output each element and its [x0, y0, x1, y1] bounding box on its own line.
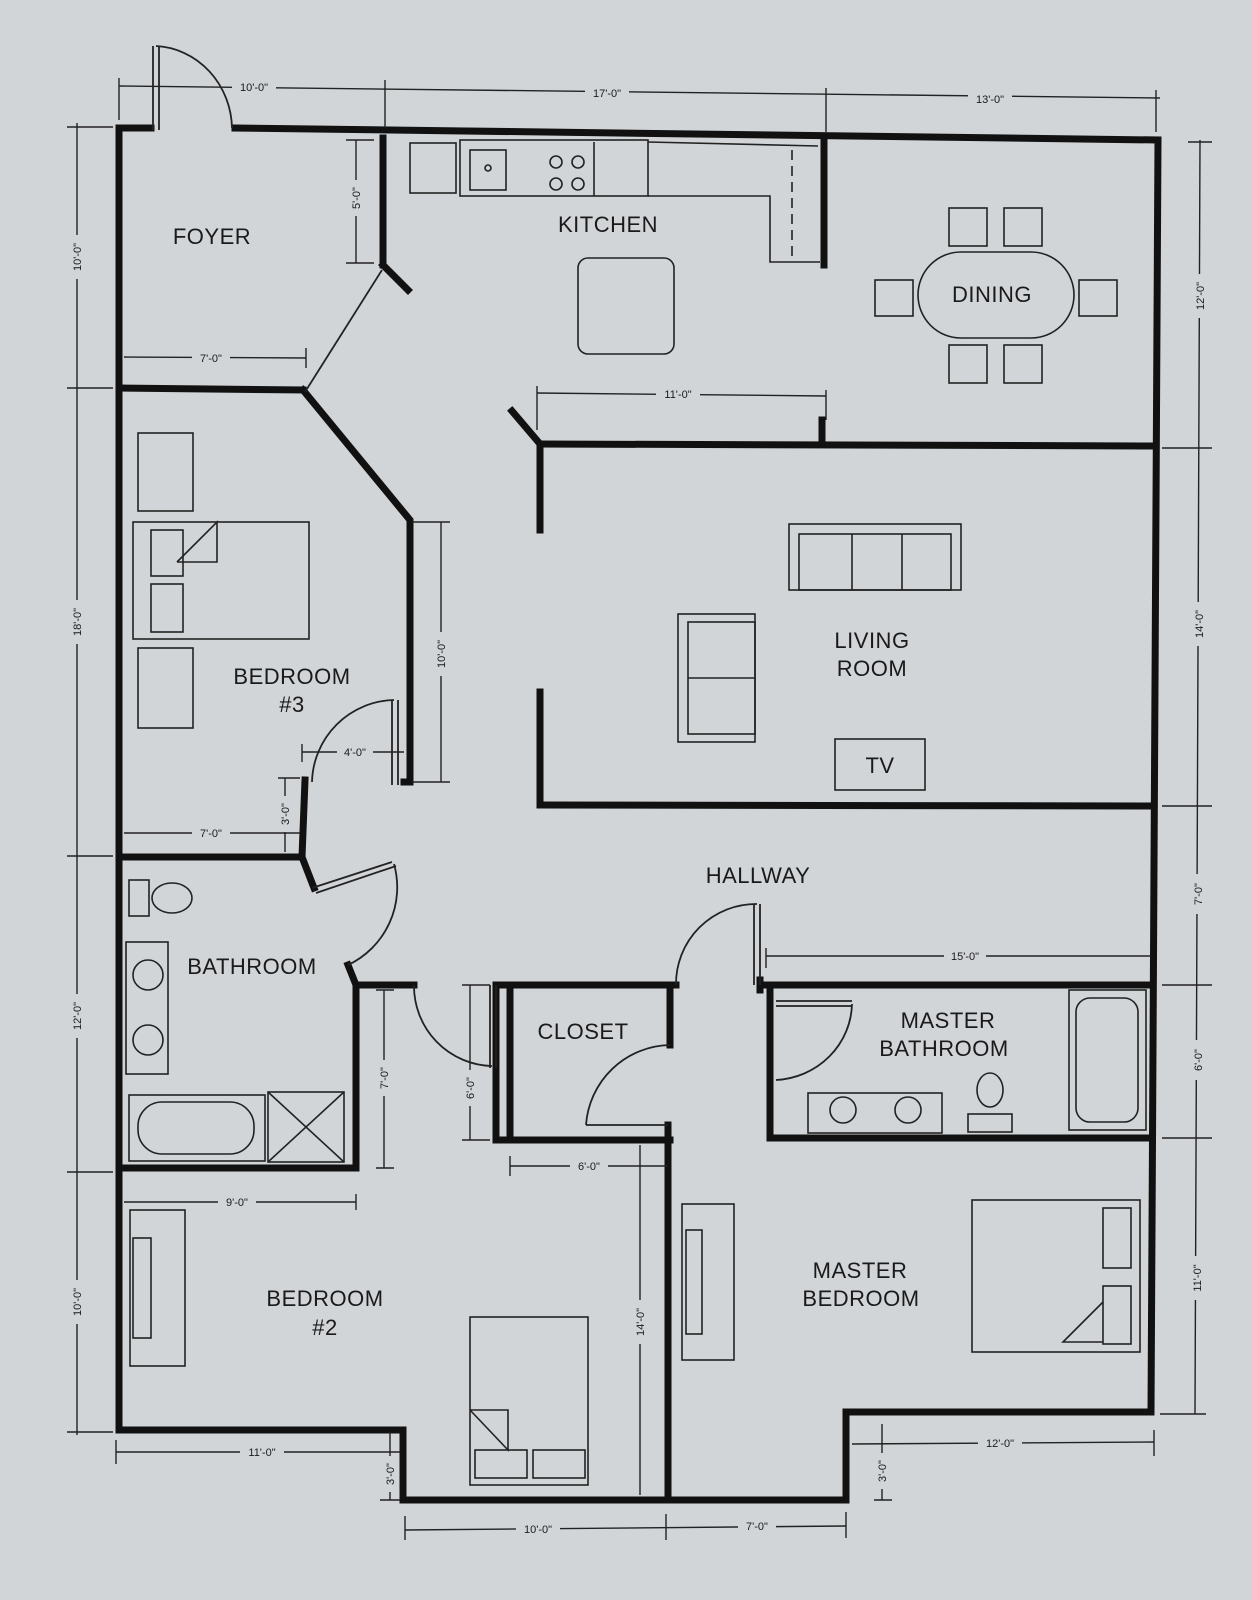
room-label-bedroom2-number: #2: [312, 1315, 337, 1340]
dim-bottom-left-step: 3'-0": [385, 1463, 397, 1485]
dim-kitchen-wall: 5'-0": [351, 187, 363, 209]
dim-living-top: 11'-0": [664, 389, 691, 401]
room-label-master-bath-2: BATHROOM: [879, 1036, 1008, 1061]
dim-bottom-mid: 10'-0": [524, 1524, 552, 1536]
dim-bottom-left: 11'-0": [248, 1447, 275, 1459]
room-label-master-bed-2: BEDROOM: [802, 1286, 919, 1311]
dining-set: [874, 207, 1118, 384]
dim-right-hall: 7'-0": [1193, 883, 1205, 905]
room-label-dining: DINING: [952, 282, 1032, 307]
room-label-hallway: HALLWAY: [706, 863, 811, 888]
dim-bed3-door: 4'-0": [344, 747, 366, 759]
dim-top-dining: 13'-0": [976, 94, 1004, 106]
bathroom-fixtures: [125, 879, 345, 1163]
room-label-bedroom3: BEDROOM: [233, 664, 350, 689]
dim-bed3-wall: 10'-0": [436, 640, 448, 668]
doors: [152, 45, 853, 1126]
dim-closet-width: 6'-0": [578, 1161, 600, 1173]
living-furniture: [677, 523, 962, 791]
dim-top-foyer: 10'-0": [240, 82, 268, 94]
tv-label: TV: [865, 753, 894, 778]
room-label-bedroom2: BEDROOM: [266, 1286, 383, 1311]
master-bath-fixtures: [807, 989, 1147, 1134]
room-label-master-bed: MASTER: [813, 1258, 908, 1283]
dim-right-mbed: 11'-0": [1192, 1264, 1204, 1291]
dim-right-dining: 12'-0": [1195, 282, 1207, 310]
bedroom3-furniture: [132, 432, 310, 729]
bedroom2-furniture: [129, 1209, 589, 1486]
dim-bottom-right-b: 12'-0": [986, 1438, 1014, 1450]
dimension-labels: 10'-0" 17'-0" 13'-0" 10'-0" 18'-0" 12'-0…: [70, 80, 1207, 1536]
dim-closet-height: 6'-0": [465, 1077, 477, 1099]
dim-left-lower: 12'-0": [72, 1002, 84, 1030]
dim-left-bottom: 10'-0": [72, 1288, 84, 1316]
room-labels: FOYER KITCHEN DINING BEDROOM #3 LIVING R…: [173, 212, 1032, 1340]
room-label-closet: CLOSET: [537, 1019, 628, 1044]
dim-hall-master: 15'-0": [951, 951, 979, 963]
exterior-walls: [115, 124, 1162, 1504]
room-label-living: LIVING: [834, 628, 909, 653]
dim-right-living: 14'-0": [1194, 610, 1206, 638]
dim-bed3-width: 7'-0": [200, 828, 222, 840]
room-label-bathroom: BATHROOM: [187, 954, 316, 979]
dim-bath-wall: 7'-0": [379, 1067, 391, 1089]
dim-bed2-depth: 14'-0": [635, 1308, 647, 1336]
dim-top-kitchen: 17'-0": [593, 88, 621, 100]
dim-left-mid: 18'-0": [72, 608, 84, 636]
room-label-master-bath: MASTER: [901, 1008, 996, 1033]
dim-foyer-width: 7'-0": [200, 353, 222, 365]
room-label-bedroom3-number: #3: [279, 692, 304, 717]
dimension-lines: [67, 78, 1212, 1540]
dim-left-upper: 10'-0": [72, 243, 84, 271]
dim-bed3-step: 3'-0": [280, 803, 292, 825]
dim-bottom-right-a: 7'-0": [746, 1521, 768, 1533]
kitchen-fixtures: [409, 139, 820, 355]
interior-walls: [115, 134, 1155, 1504]
dim-bottom-right-step: 3'-0": [877, 1460, 889, 1482]
master-bed-furniture: [681, 1199, 1141, 1361]
room-label-kitchen: KITCHEN: [558, 212, 658, 237]
room-label-living-room: ROOM: [837, 656, 907, 681]
dim-bed2-width: 9'-0": [226, 1197, 248, 1209]
dim-right-mbath: 6'-0": [1193, 1049, 1205, 1071]
room-label-foyer: FOYER: [173, 224, 251, 249]
